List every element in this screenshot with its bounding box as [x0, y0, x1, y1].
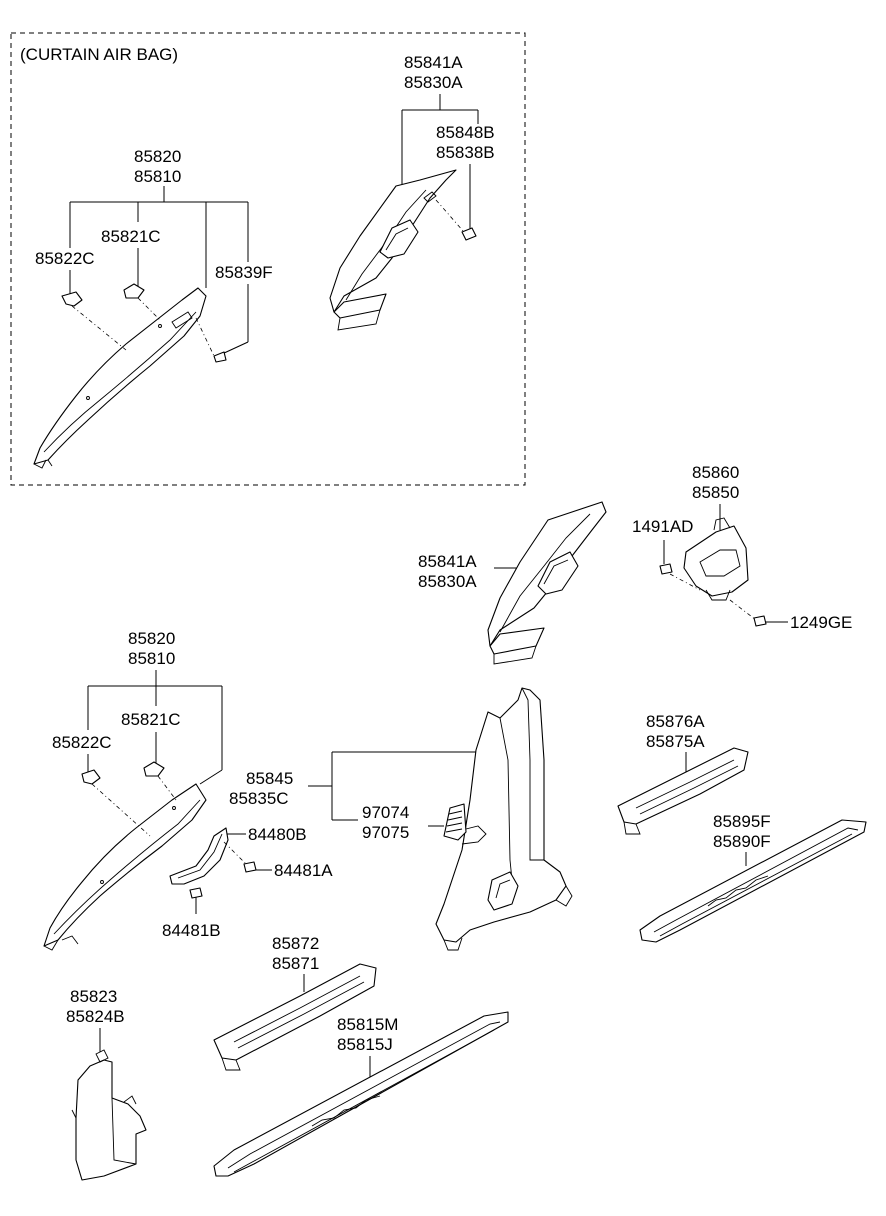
cowl-side-trim: [71, 1049, 147, 1181]
leader-lines-seatbelt: [663, 504, 788, 623]
b-pillar-upper-trim-frame: [329, 169, 457, 331]
label-85839F: 85839F: [215, 263, 273, 282]
b-pillar-lower-trim: [435, 687, 573, 951]
label-85890F: 85890F: [713, 832, 771, 851]
label-85810-top: 85810: [134, 167, 181, 186]
label-1249GE: 1249GE: [790, 613, 852, 632]
leader-lines-bpillar-lower: [308, 751, 484, 827]
label-85822C: 85822C: [52, 733, 112, 752]
label-84481A: 84481A: [274, 861, 333, 880]
screw-84481B: [189, 887, 203, 899]
curtain-airbag-frame: [10, 32, 526, 486]
label-85821C: 85821C: [121, 710, 181, 729]
label-85830A: 85830A: [418, 572, 477, 591]
rear-scuff-plate-inner: [617, 747, 749, 835]
label-85815M: 85815M: [337, 1015, 398, 1034]
label-85871: 85871: [272, 954, 319, 973]
label-1491AD: 1491AD: [632, 517, 693, 536]
label-85823: 85823: [70, 987, 117, 1006]
speaker-grille-84480B: [169, 827, 229, 885]
label-84480B: 84480B: [248, 825, 307, 844]
label-85841A: 85841A: [418, 552, 477, 571]
label-85824B: 85824B: [66, 1007, 125, 1026]
label-85895F: 85895F: [713, 812, 771, 831]
clip-85822C: [81, 769, 101, 785]
frame-title: (CURTAIN AIR BAG): [20, 45, 178, 64]
leader-lines-lower-apillar: [87, 670, 272, 914]
label-85830A-frame: 85830A: [404, 73, 463, 92]
clip-85821C: [143, 761, 165, 777]
screw-1249GE: [753, 615, 767, 627]
label-85820: 85820: [128, 629, 175, 648]
leader-lines-frame-apillar: [69, 186, 249, 355]
vent-grille-97074: [443, 803, 467, 841]
label-84481B: 84481B: [162, 921, 221, 940]
clip-1491AD: [659, 563, 673, 575]
label-85822C-top: 85822C: [35, 249, 95, 268]
screw-84481A: [243, 861, 257, 873]
label-85860: 85860: [692, 463, 739, 482]
label-85848B: 85848B: [436, 123, 495, 142]
rear-scuff-plate-outer: [639, 819, 867, 943]
screw-85839F: [213, 351, 227, 363]
label-85821C-top: 85821C: [101, 227, 161, 246]
clip-85821C-frame: [123, 283, 145, 299]
label-97074: 97074: [362, 803, 409, 822]
a-pillar-trim-frame: [33, 287, 207, 469]
b-pillar-upper-trim: [487, 501, 607, 665]
label-85872: 85872: [272, 934, 319, 953]
label-85845: 85845: [246, 769, 293, 788]
seat-belt-trim-cover: [683, 517, 749, 601]
label-85876A: 85876A: [646, 712, 705, 731]
clip-85822C-frame: [61, 291, 83, 307]
label-85841A-frame: 85841A: [404, 53, 463, 72]
label-97075: 97075: [362, 823, 409, 842]
label-85815J: 85815J: [337, 1035, 393, 1054]
front-scuff-plate-outer: [213, 1011, 509, 1177]
clip-85848B: [461, 227, 477, 241]
front-scuff-plate-inner: [213, 963, 377, 1071]
label-85850: 85850: [692, 483, 739, 502]
label-85875A: 85875A: [646, 732, 705, 751]
label-85810: 85810: [128, 649, 175, 668]
a-pillar-trim-lower: [43, 783, 207, 951]
label-85838B: 85838B: [436, 143, 495, 162]
leader-lines-frame-bpillar: [401, 94, 479, 230]
label-85820-top: 85820: [134, 147, 181, 166]
label-85835C: 85835C: [229, 789, 289, 808]
